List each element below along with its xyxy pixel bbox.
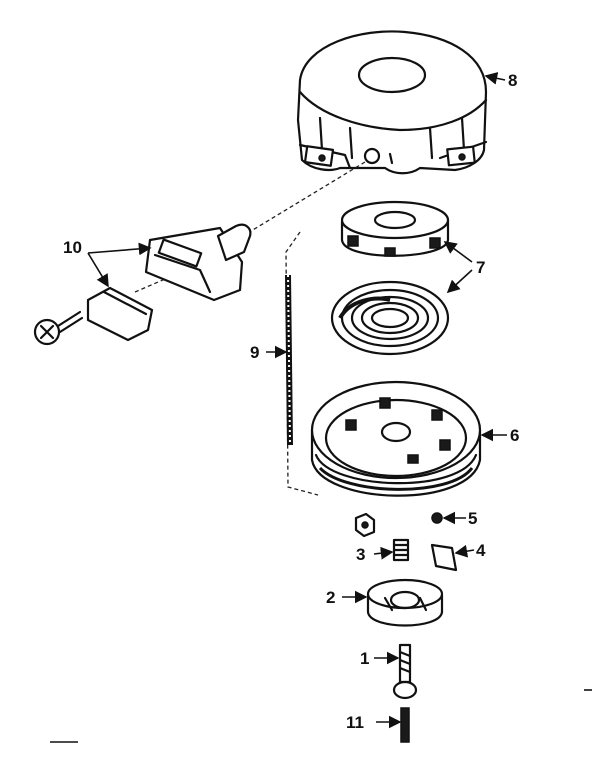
- handle-insert: [86, 286, 154, 342]
- starter-housing: [296, 30, 488, 175]
- callout-9: 9: [250, 343, 259, 362]
- starter-rope: [285, 274, 293, 446]
- callout-7: 7: [476, 258, 485, 277]
- callout-2: 2: [326, 588, 335, 607]
- pawl-washer: [431, 512, 443, 524]
- retainer-nut: [354, 512, 376, 538]
- starter-dog: [430, 543, 458, 572]
- rope-pin: [400, 707, 410, 743]
- callout-5: 5: [468, 509, 477, 528]
- rope-pulley: [310, 380, 482, 497]
- center-screw: [392, 643, 418, 700]
- callout-4: 4: [476, 541, 486, 560]
- callout-3: 3: [356, 545, 365, 564]
- compression-spring: [392, 538, 410, 562]
- starter-handle: [144, 223, 252, 302]
- callout-8: 8: [508, 71, 517, 90]
- handle-screw: [33, 310, 84, 346]
- spring-cover: [340, 200, 450, 257]
- callout-6: 6: [510, 426, 519, 445]
- starter-cup: [366, 578, 444, 627]
- callout-10: 10: [63, 238, 82, 257]
- callout-1: 1: [360, 649, 369, 668]
- recoil-spring: [330, 280, 450, 356]
- callout-11: 11: [346, 713, 364, 732]
